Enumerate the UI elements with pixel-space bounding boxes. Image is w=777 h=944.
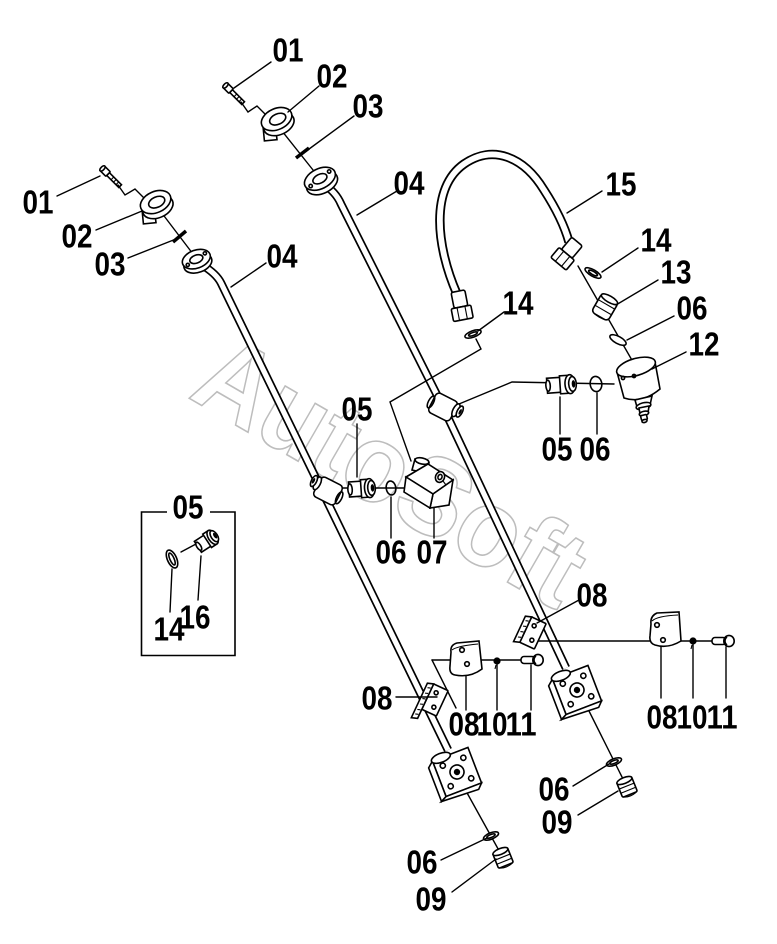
callout-02-upper: 02 — [317, 58, 348, 95]
bracket-08-right — [649, 611, 682, 648]
bolt-10-center — [493, 657, 501, 670]
oring-06-center — [385, 480, 397, 496]
elbow-left-tube — [309, 474, 344, 506]
washer-14-hose-end — [464, 329, 482, 339]
callout-08-left-tube: 08 — [362, 680, 393, 717]
callout-06-center: 06 — [376, 534, 407, 571]
callout-10-center-group: 10 — [477, 706, 508, 743]
oring-06-left-bottom — [482, 830, 500, 842]
callout-05-center: 05 — [342, 391, 373, 428]
block-left-bottom — [427, 746, 484, 804]
callout-14-inset: 14 — [154, 611, 186, 648]
callout-09-right-bottom: 09 — [542, 804, 573, 841]
watermark-text: AutoSoft — [175, 310, 608, 631]
callout-03-left: 03 — [95, 246, 126, 283]
bolt-01-left — [98, 164, 123, 189]
callout-06-left-bottom: 06 — [407, 844, 438, 881]
callout-06-valve: 06 — [580, 431, 611, 468]
fitting-05-valve — [545, 373, 578, 395]
oring-06-right-bottom — [605, 756, 623, 768]
callout-01-upper: 01 — [273, 32, 304, 69]
parts — [98, 81, 735, 869]
bolt-11-center — [520, 653, 544, 667]
bracket-08-left-tube — [410, 682, 449, 720]
callout-16-inset: 16 — [180, 599, 211, 636]
bolt-10-right — [689, 637, 697, 650]
inset-box — [140, 511, 236, 657]
callout-11-center-group: 11 — [506, 706, 537, 743]
washer-14-inset — [165, 549, 179, 569]
callout-14-chain: 14 — [641, 222, 673, 259]
callout-11-right-group: 11 — [707, 699, 738, 736]
bolt-01-upper — [221, 81, 246, 106]
collar-left — [181, 248, 213, 274]
clamp-right-tube — [426, 392, 465, 422]
callout-13-nut: 13 — [661, 254, 692, 291]
leader-lines — [56, 61, 687, 893]
callout-04-right-tube: 04 — [394, 165, 426, 202]
washer-14-chain — [584, 266, 602, 280]
clamp-02-left — [139, 189, 174, 225]
collar-upper — [303, 166, 339, 196]
clamp-02-upper — [260, 106, 295, 142]
callout-15-hose: 15 — [606, 166, 637, 203]
oring-06-valve — [589, 375, 603, 393]
callout-03-upper: 03 — [353, 88, 384, 125]
callout-02-left: 02 — [62, 218, 93, 255]
hose-end-right — [550, 237, 583, 271]
bolt-link-left — [117, 184, 145, 199]
callout-14-hose-end: 14 — [503, 285, 535, 322]
nut-13 — [591, 293, 619, 321]
callout-07-block: 07 — [417, 534, 448, 571]
callout-01-left: 01 — [23, 184, 54, 221]
oring-06-chain — [609, 333, 627, 347]
callout-10-right-group: 10 — [677, 699, 708, 736]
callout-04-left-tube: 04 — [267, 238, 299, 275]
callout-08-right-group: 08 — [647, 699, 678, 736]
seal-03-left — [171, 229, 188, 244]
callout-05-inset: 05 — [173, 489, 204, 526]
nut-09-right-bottom — [616, 775, 638, 798]
fitting-16-inset — [193, 529, 220, 554]
valve-12 — [615, 356, 661, 424]
block-07 — [403, 456, 455, 510]
callout-08-right-tube: 08 — [577, 577, 608, 614]
callout-06-chain: 06 — [677, 290, 708, 327]
callout-12-valve: 12 — [689, 326, 720, 363]
nut-09-left-bottom — [492, 846, 514, 869]
callout-08-center-group: 08 — [449, 706, 480, 743]
seal-03-upper — [294, 146, 311, 160]
callout-09-left-bottom: 09 — [416, 881, 447, 918]
bolt-11-right — [711, 634, 735, 648]
fitting-05-center — [347, 477, 377, 499]
callout-05-valve: 05 — [542, 431, 573, 468]
bracket-08-center — [449, 640, 483, 677]
callout-06-right-bottom: 06 — [539, 771, 570, 808]
hose-end-left — [450, 289, 474, 323]
bracket-08-right-tube — [512, 615, 547, 650]
hose-15 — [435, 149, 574, 296]
block-right-bottom — [547, 664, 604, 722]
bolt-link-upper — [240, 101, 268, 117]
